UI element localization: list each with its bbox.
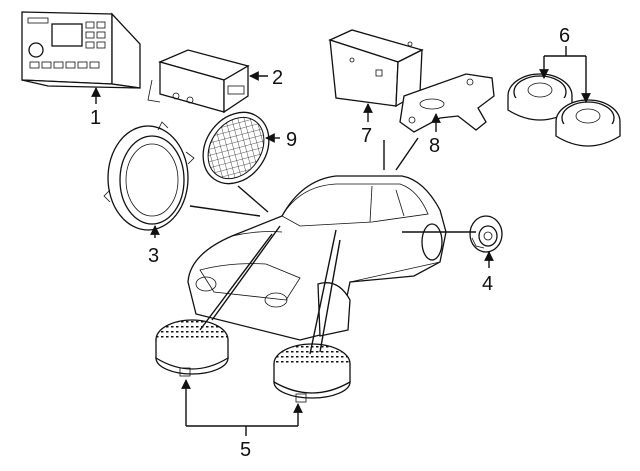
vehicle-outline-icon <box>187 175 447 341</box>
door-speaker-icon[interactable] <box>103 121 195 231</box>
callout-3: 3 <box>148 245 159 267</box>
front-speaker-pair-icon[interactable] <box>507 73 621 147</box>
callout-6: 6 <box>559 25 570 47</box>
leader-lines <box>189 137 476 355</box>
callout-8: 8 <box>429 135 440 157</box>
callout-5: 5 <box>240 439 251 461</box>
control-module-icon[interactable] <box>328 29 424 108</box>
rear-speaker-icon[interactable] <box>155 319 351 403</box>
callout-7: 7 <box>361 125 372 147</box>
amplifier-module-icon[interactable] <box>147 49 250 114</box>
mounting-bracket-icon[interactable] <box>399 73 495 133</box>
callout-9: 9 <box>286 129 297 151</box>
radio-receiver-icon[interactable] <box>21 11 141 89</box>
callout-4: 4 <box>482 273 493 295</box>
callout-1: 1 <box>90 107 101 129</box>
callout-2: 2 <box>272 67 283 89</box>
tweeter-icon[interactable] <box>469 215 503 253</box>
speaker-grille-icon[interactable] <box>190 100 283 197</box>
